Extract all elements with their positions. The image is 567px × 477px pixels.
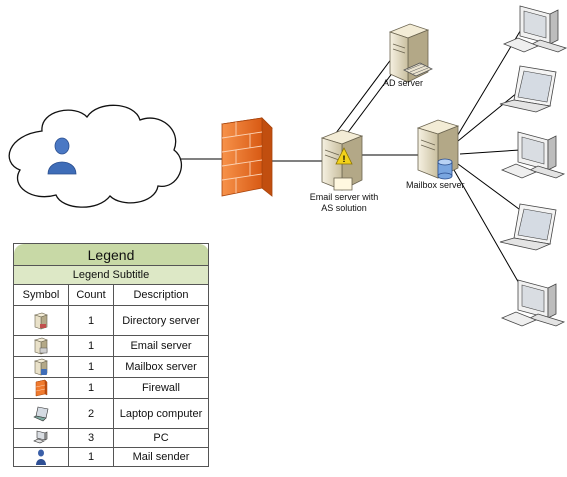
pc-icon-3 [500,279,566,327]
mail-sender-icon [36,449,46,465]
pc-icon-2 [500,131,566,179]
email-server-label-line2: AS solution [321,203,367,213]
pc-icon [33,430,48,444]
legend-header-symbol: Symbol [13,284,69,306]
legend-header-description: Description [113,284,209,306]
firewall-icon [35,379,48,397]
line-mailbox-laptop2 [457,163,524,213]
ad-server-icon [388,23,433,83]
legend-row: 2 Laptop computer [13,398,209,429]
email-server-icon [34,337,48,355]
legend-symbol-cell [13,377,69,399]
legend-description: Laptop computer [113,398,209,429]
pc-icon-1 [502,5,567,53]
legend-description: Mail sender [113,447,209,467]
legend-description: PC [113,428,209,448]
svg-text:!: ! [343,154,346,164]
legend-row: 1 Email server [13,335,209,357]
directory-server-icon [34,312,48,329]
legend-row: 1 Mail sender [13,447,209,467]
legend-row: 1 Directory server [13,305,209,336]
laptop-icon [33,406,49,421]
firewall-icon [221,117,273,197]
legend-symbol-cell [13,428,69,448]
legend-row: 1 Mailbox server [13,356,209,378]
line-mailbox-pc3 [453,169,521,286]
legend-count: 1 [68,447,114,467]
legend-title: Legend [13,243,209,266]
line-mailbox-pc2 [459,149,521,155]
email-server-label: Email server with AS solution [302,192,386,214]
legend-symbol-cell [13,356,69,378]
email-server-label-line1: Email server with [309,192,379,202]
legend-description: Email server [113,335,209,357]
legend-description: Directory server [113,305,209,336]
legend-table: Legend Legend Subtitle Symbol Count Desc… [13,243,209,467]
legend-symbol-cell [13,398,69,429]
database-icon [437,158,453,180]
connection-lines [178,27,524,286]
mail-sender-icon [47,137,77,175]
warning-icon [335,147,353,165]
legend-description: Firewall [113,377,209,399]
legend-symbol-cell [13,447,69,467]
internet-cloud [8,104,183,208]
legend-description: Mailbox server [113,356,209,378]
mailbox-server-icon [34,358,48,376]
legend-symbol-cell [13,305,69,336]
legend-count: 1 [68,335,114,357]
ad-server-label: AD server [383,78,424,88]
legend-subtitle: Legend Subtitle [13,265,209,285]
legend-header-count: Count [68,284,114,306]
legend-row: 1 Firewall [13,377,209,399]
legend-count: 2 [68,398,114,429]
legend-count: 3 [68,428,114,448]
legend-count: 1 [68,305,114,336]
line-mailbox-laptop1 [457,87,524,142]
email-server-icon: ! [320,129,364,191]
legend-count: 1 [68,377,114,399]
legend-symbol-cell [13,335,69,357]
laptop-icon-2 [499,203,557,251]
laptop-icon-1 [499,65,557,113]
legend-row: 3 PC [13,428,209,448]
mailbox-server-icon [416,119,460,180]
legend-count: 1 [68,356,114,378]
mailbox-server-label: Mailbox server [406,180,465,190]
line-email-ad-1 [335,57,393,134]
